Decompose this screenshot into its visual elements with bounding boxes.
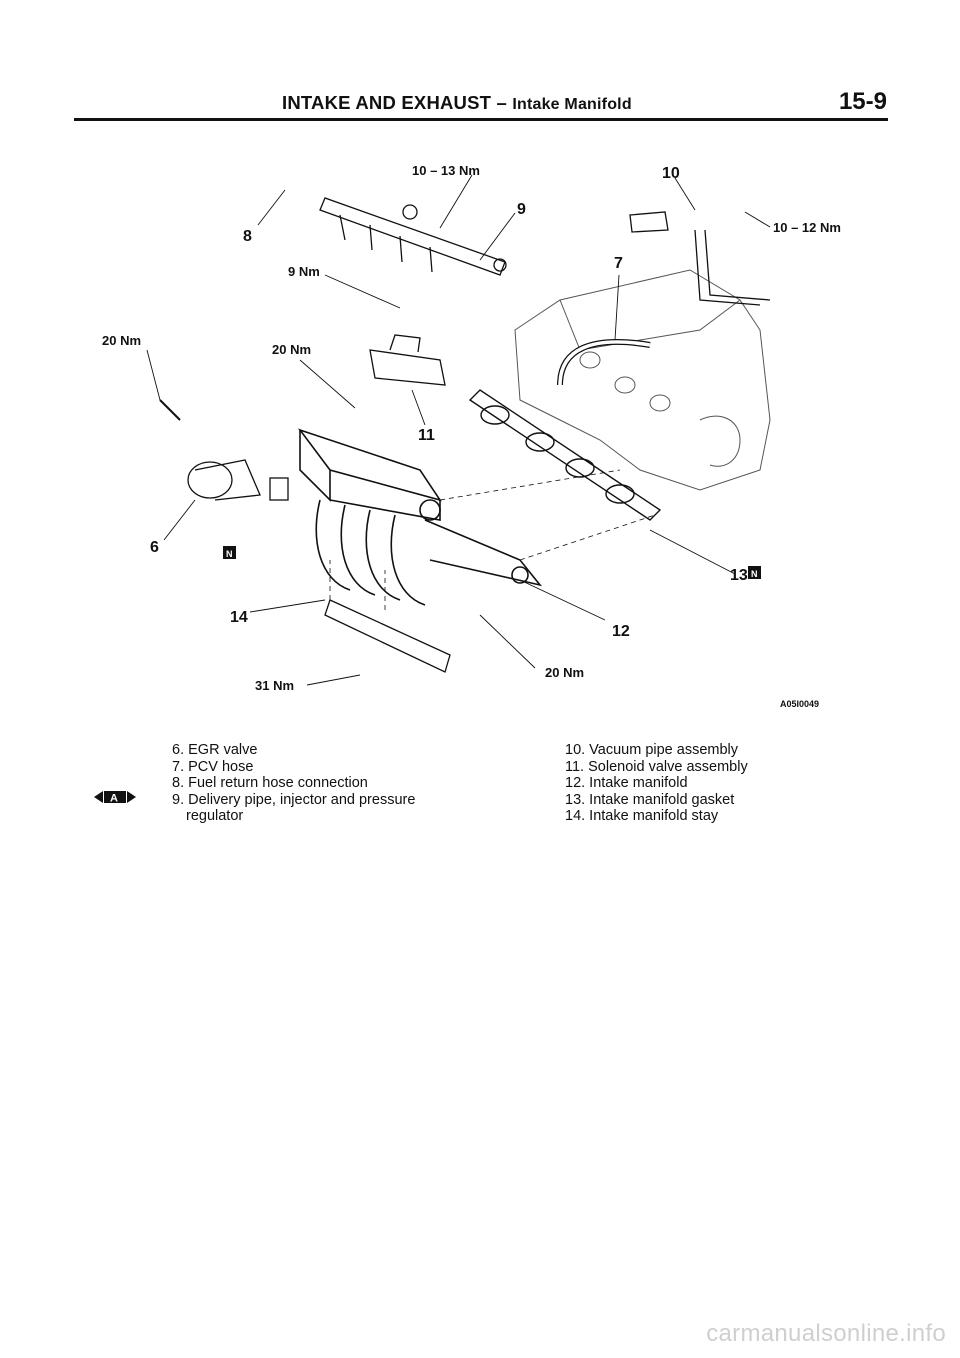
intake-manifold-stay-drawing [324,599,451,673]
legend-item: 7. PCV hose [172,758,254,775]
torque-label-10-13: 10 – 13 Nm [412,163,480,178]
procedure-marker: A [94,789,136,810]
callout-14: 14 [230,609,248,626]
callout-8: 8 [243,228,252,245]
new-part-badge-left [223,546,236,559]
page-number: 15-9 [838,88,887,115]
egr-valve-drawing [187,459,289,501]
solenoid-valve-drawing [369,334,446,386]
intake-manifold-gasket-drawing [468,389,662,521]
title-sub: Intake Manifold [512,96,632,113]
page-title: INTAKE AND EXHAUST – Intake Manifold [282,92,632,114]
legend-item: 12. Intake manifold [565,775,688,791]
new-part-mark-left: N [226,549,233,559]
watermark: carmanualsonline.info [706,1320,946,1347]
legend-item: 6. EGR valve [172,742,258,758]
legend-right: 10. Vacuum pipe assembly 11. Solenoid va… [565,742,748,825]
legend-item: 10. Vacuum pipe assembly [565,742,739,758]
vacuum-pipe-drawing [629,211,771,306]
legend-item: 13. Intake manifold gasket [565,791,735,808]
callout-9: 9 [517,201,526,218]
torque-label-20-a: 20 Nm [102,333,141,348]
callout-11: 11 [418,427,435,444]
exploded-diagram: 10 – 13 Nm 10 9 10 – 12 Nm 8 9 Nm 7 20 N… [0,130,960,730]
callout-13: 13 [730,567,748,584]
new-part-mark-right: N [751,569,758,579]
legend-item: 8. Fuel return hose connection [172,775,368,791]
engine-block-drawing [514,269,771,491]
header-rule [74,118,888,121]
torque-label-20-b: 20 Nm [272,342,311,357]
intake-manifold-drawing [297,428,543,606]
torque-label-31: 31 Nm [255,678,294,693]
callout-7: 7 [614,255,623,272]
torque-label-9: 9 Nm [288,264,320,279]
callout-6: 6 [150,539,159,556]
legend-item: 14. Intake manifold stay [565,808,719,824]
marker-letter: A [110,793,118,805]
torque-label-20-c: 20 Nm [545,665,584,680]
new-part-badge-right [748,566,761,579]
delivery-pipe-drawing [319,197,507,276]
callout-12: 12 [612,623,630,640]
title-main: INTAKE AND EXHAUST – [282,92,507,113]
pcv-hose-drawing [557,339,651,386]
legend-left: 6. EGR valve 7. PCV hose 8. Fuel return … [172,742,415,825]
legend-item: 11. Solenoid valve assembly [565,758,748,775]
figure-code: A05I0049 [780,699,819,709]
callout-10: 10 [662,165,680,182]
torque-label-10-12: 10 – 12 Nm [773,220,841,235]
